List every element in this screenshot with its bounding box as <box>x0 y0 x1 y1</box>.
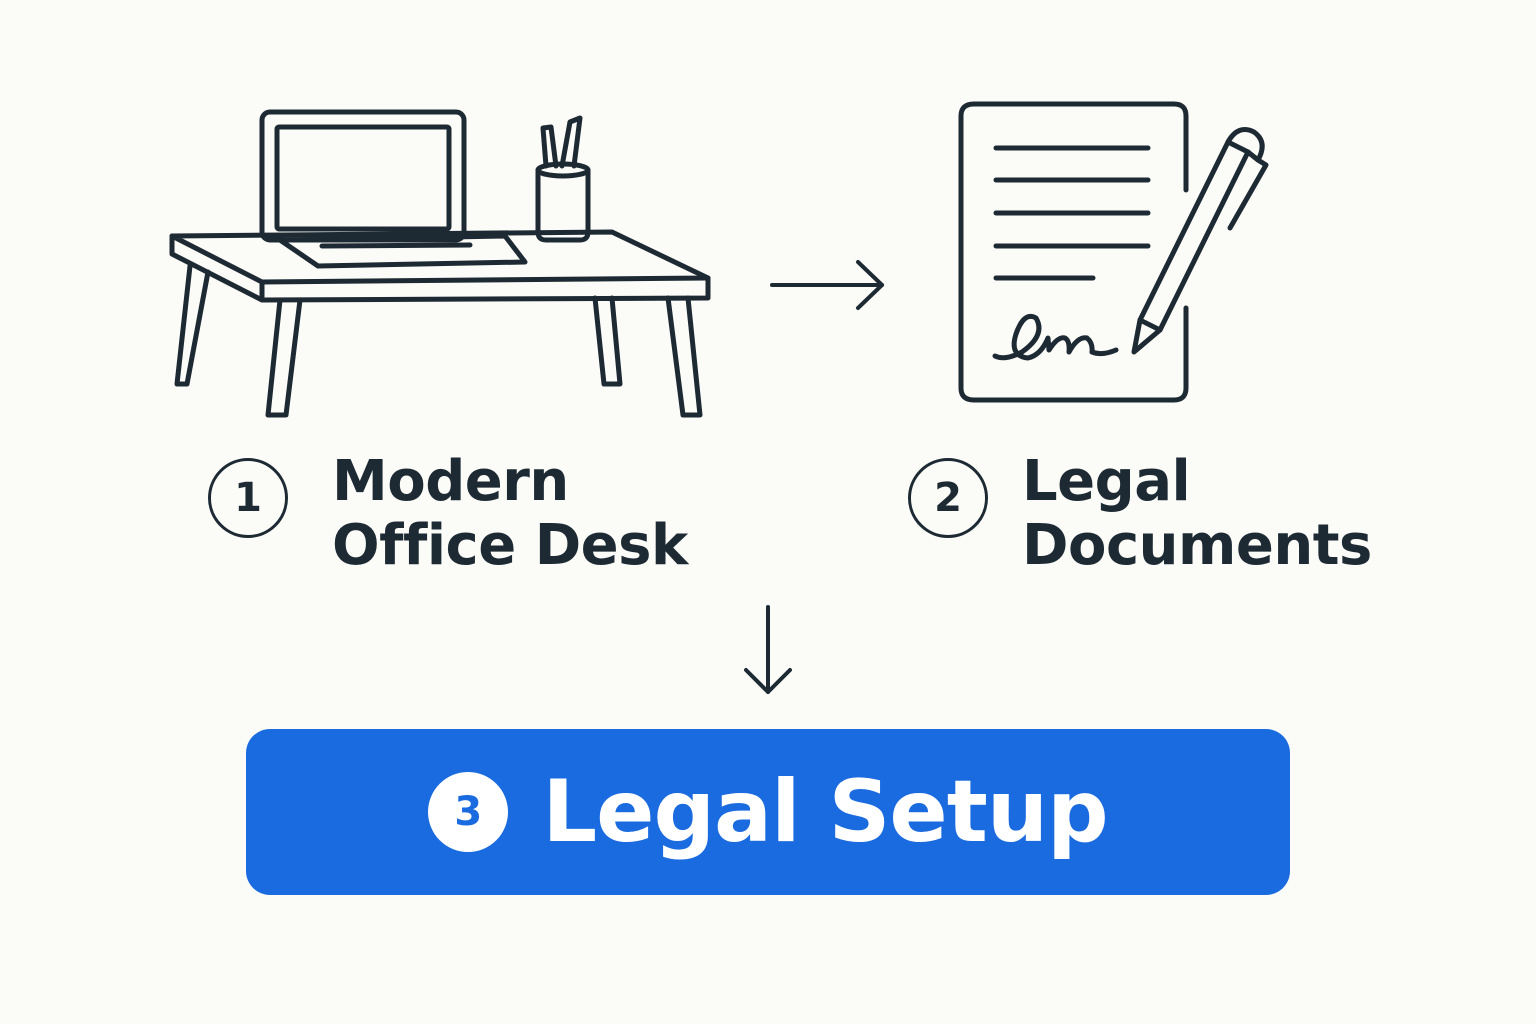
step-1-number: 1 <box>208 458 288 538</box>
arrow-right-icon <box>770 260 884 310</box>
result-box: 3 Legal Setup <box>246 729 1290 895</box>
step-1-label-line1: Modern <box>332 449 569 514</box>
step-2-label-line2: Documents <box>1022 513 1372 578</box>
result-label: Legal Setup <box>542 762 1108 862</box>
result-number: 3 <box>428 772 509 852</box>
step-2-label-line1: Legal <box>1022 449 1191 514</box>
signed-document-icon <box>958 101 1269 403</box>
desk-laptop-icon <box>169 109 711 418</box>
step-1-label-line2: Office Desk <box>332 513 688 578</box>
step-2-number: 2 <box>908 458 988 538</box>
step-2-label: Legal Documents <box>1022 450 1372 578</box>
step-1-label: Modern Office Desk <box>332 450 688 578</box>
arrow-down-icon <box>744 605 792 694</box>
